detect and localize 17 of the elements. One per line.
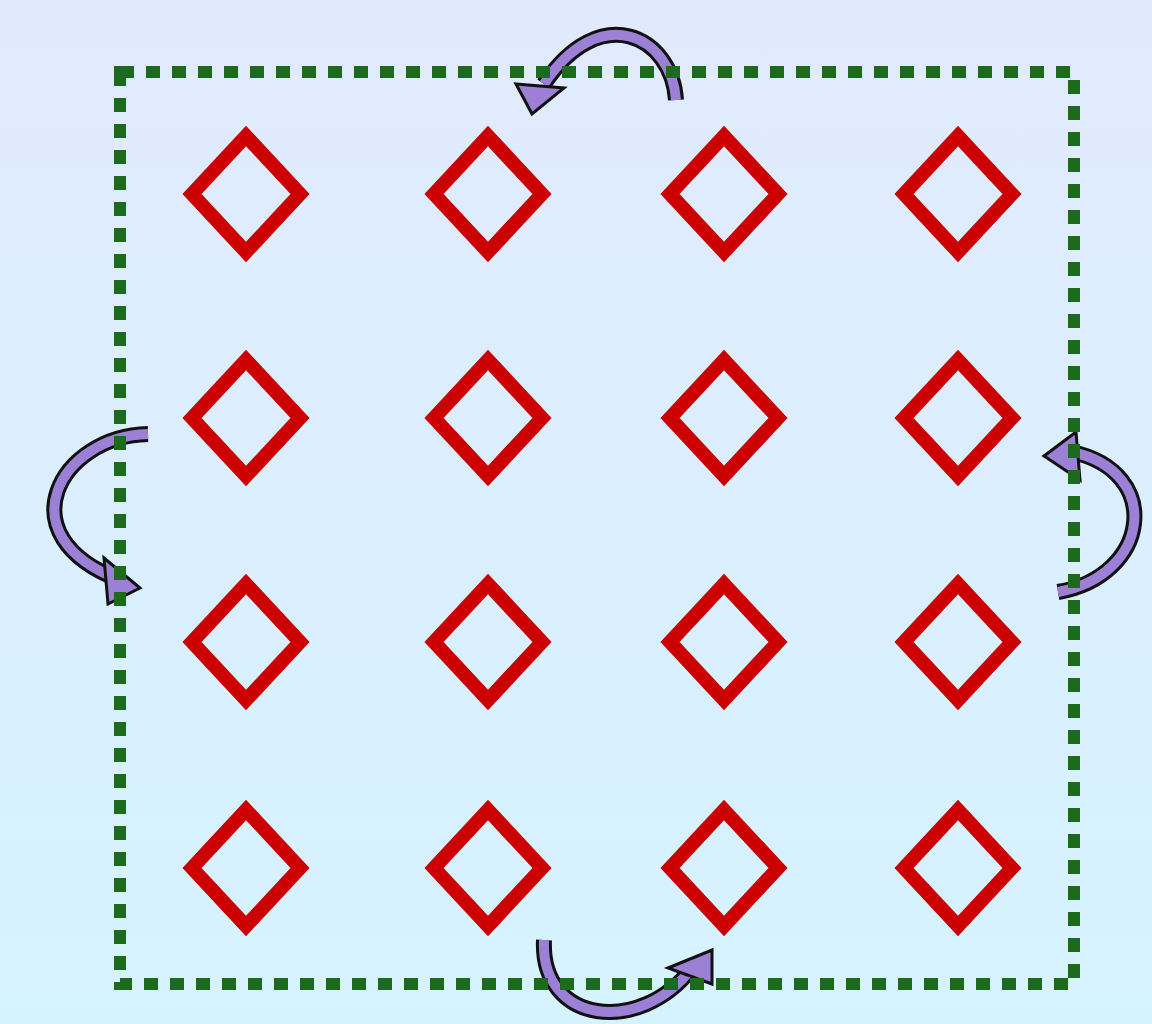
- diamond-shape: [186, 578, 306, 706]
- diamond-shape: [664, 804, 784, 932]
- diamond-shape: [428, 130, 548, 258]
- diamond-shape: [428, 578, 548, 706]
- diamond-shape: [186, 130, 306, 258]
- diamond-shape: [428, 804, 548, 932]
- diamond-shape: [664, 130, 784, 258]
- diamond-shape: [898, 354, 1018, 482]
- diamond-shape: [186, 354, 306, 482]
- diamond-shape: [664, 578, 784, 706]
- dashed-frame: [120, 72, 1074, 984]
- diamond-shape: [664, 354, 784, 482]
- diamond-shape: [898, 578, 1018, 706]
- diamond-shape: [898, 130, 1018, 258]
- diamond-shape: [186, 804, 306, 932]
- diamond-shape: [898, 804, 1018, 932]
- diamond-shape: [428, 354, 548, 482]
